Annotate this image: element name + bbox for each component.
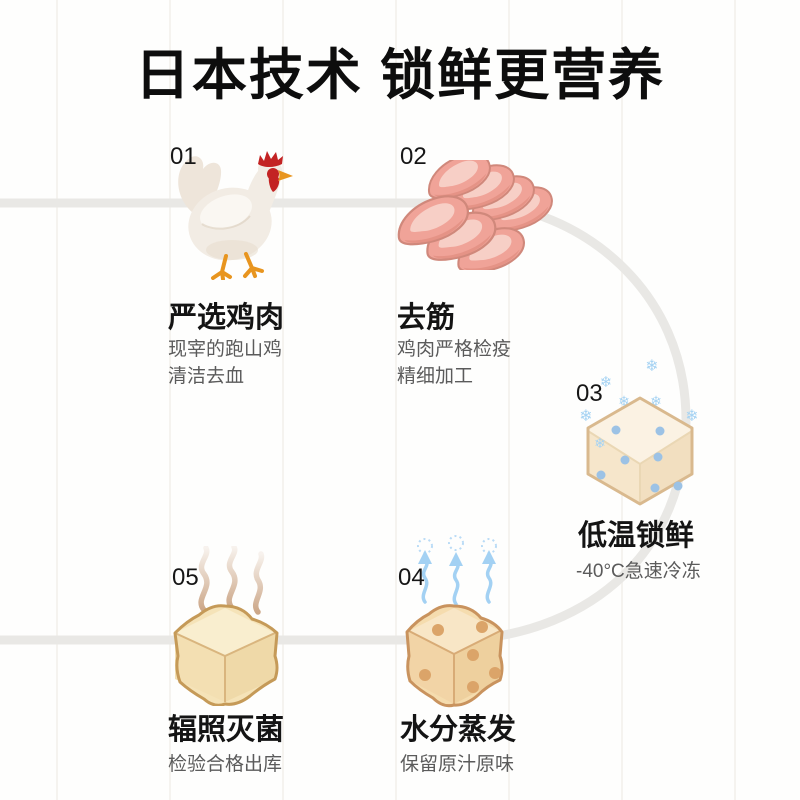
grid-line (508, 0, 510, 800)
step-desc-line: 清洁去血 (168, 366, 245, 387)
snowflake-icon: ❄ (594, 435, 606, 451)
grid-line (734, 0, 736, 800)
step-01-select-chicken: 01 严选鸡肉 现宰的跑山鸡 清洁去血 (166, 142, 366, 412)
heat-wave-icon (198, 546, 265, 615)
step-desc-line: 检验合格出库 (168, 754, 283, 775)
step-desc-line: 鸡肉严格检疫 (397, 339, 512, 360)
snowflake-icon: ❄ (579, 408, 592, 425)
step-desc-line: 现宰的跑山鸡 (168, 339, 283, 360)
grid-line (56, 0, 58, 800)
snowflake-icon: ❄ (685, 408, 698, 425)
page-title: 日本技术 锁鲜更营养 (134, 44, 666, 106)
grid-line (395, 0, 397, 800)
step-heading: 去筋 (397, 302, 456, 334)
snowflake-icon: ❄ (645, 358, 658, 375)
snowflake-icon: ❄ (600, 374, 613, 391)
step-05-irradiation-sterilize: 05 辐照灭菌 检验合格出库 (165, 534, 355, 794)
step-heading: 严选鸡肉 (168, 302, 285, 334)
step-number: 01 (170, 143, 197, 170)
step-desc-line: 保留原汁原味 (400, 754, 515, 775)
snowflake-icon: ❄ (618, 393, 630, 409)
grid-line (282, 0, 284, 800)
step-desc-line: 精细加工 (397, 366, 474, 387)
step-number: 05 (172, 564, 199, 591)
step-heading: 低温锁鲜 (578, 520, 695, 552)
step-04-moisture-evaporation: 04 水分蒸发 (393, 534, 583, 794)
step-heading: 水分蒸发 (400, 714, 517, 746)
grid-line (621, 0, 623, 800)
step-number: 03 (576, 380, 603, 407)
chicken-breast-slices-icon (395, 160, 555, 270)
evaporating-cube-icon (405, 535, 504, 708)
steam-arrow-icon (417, 535, 497, 606)
step-heading: 辐照灭菌 (168, 714, 285, 746)
step-number: 04 (398, 564, 425, 591)
frozen-cube-icon: ❄ ❄ ❄ ❄ ❄ ❄ ❄ (579, 358, 699, 506)
step-03-low-temp-lock: 03 ❄ ❄ ❄ ❄ ❄ ❄ ❄ 低温锁鲜 -40°C急速冷冻 (574, 352, 789, 602)
step-desc-line: -40°C急速冷冻 (576, 561, 701, 582)
snowflake-icon: ❄ (650, 393, 662, 409)
sterilized-cube-icon (173, 546, 279, 706)
chicken-icon (178, 151, 293, 280)
step-02-remove-tendon: 02 去筋 鸡肉严格检疫 精细加工 (395, 142, 595, 412)
grid-line (169, 0, 171, 800)
step-number: 02 (400, 143, 427, 170)
